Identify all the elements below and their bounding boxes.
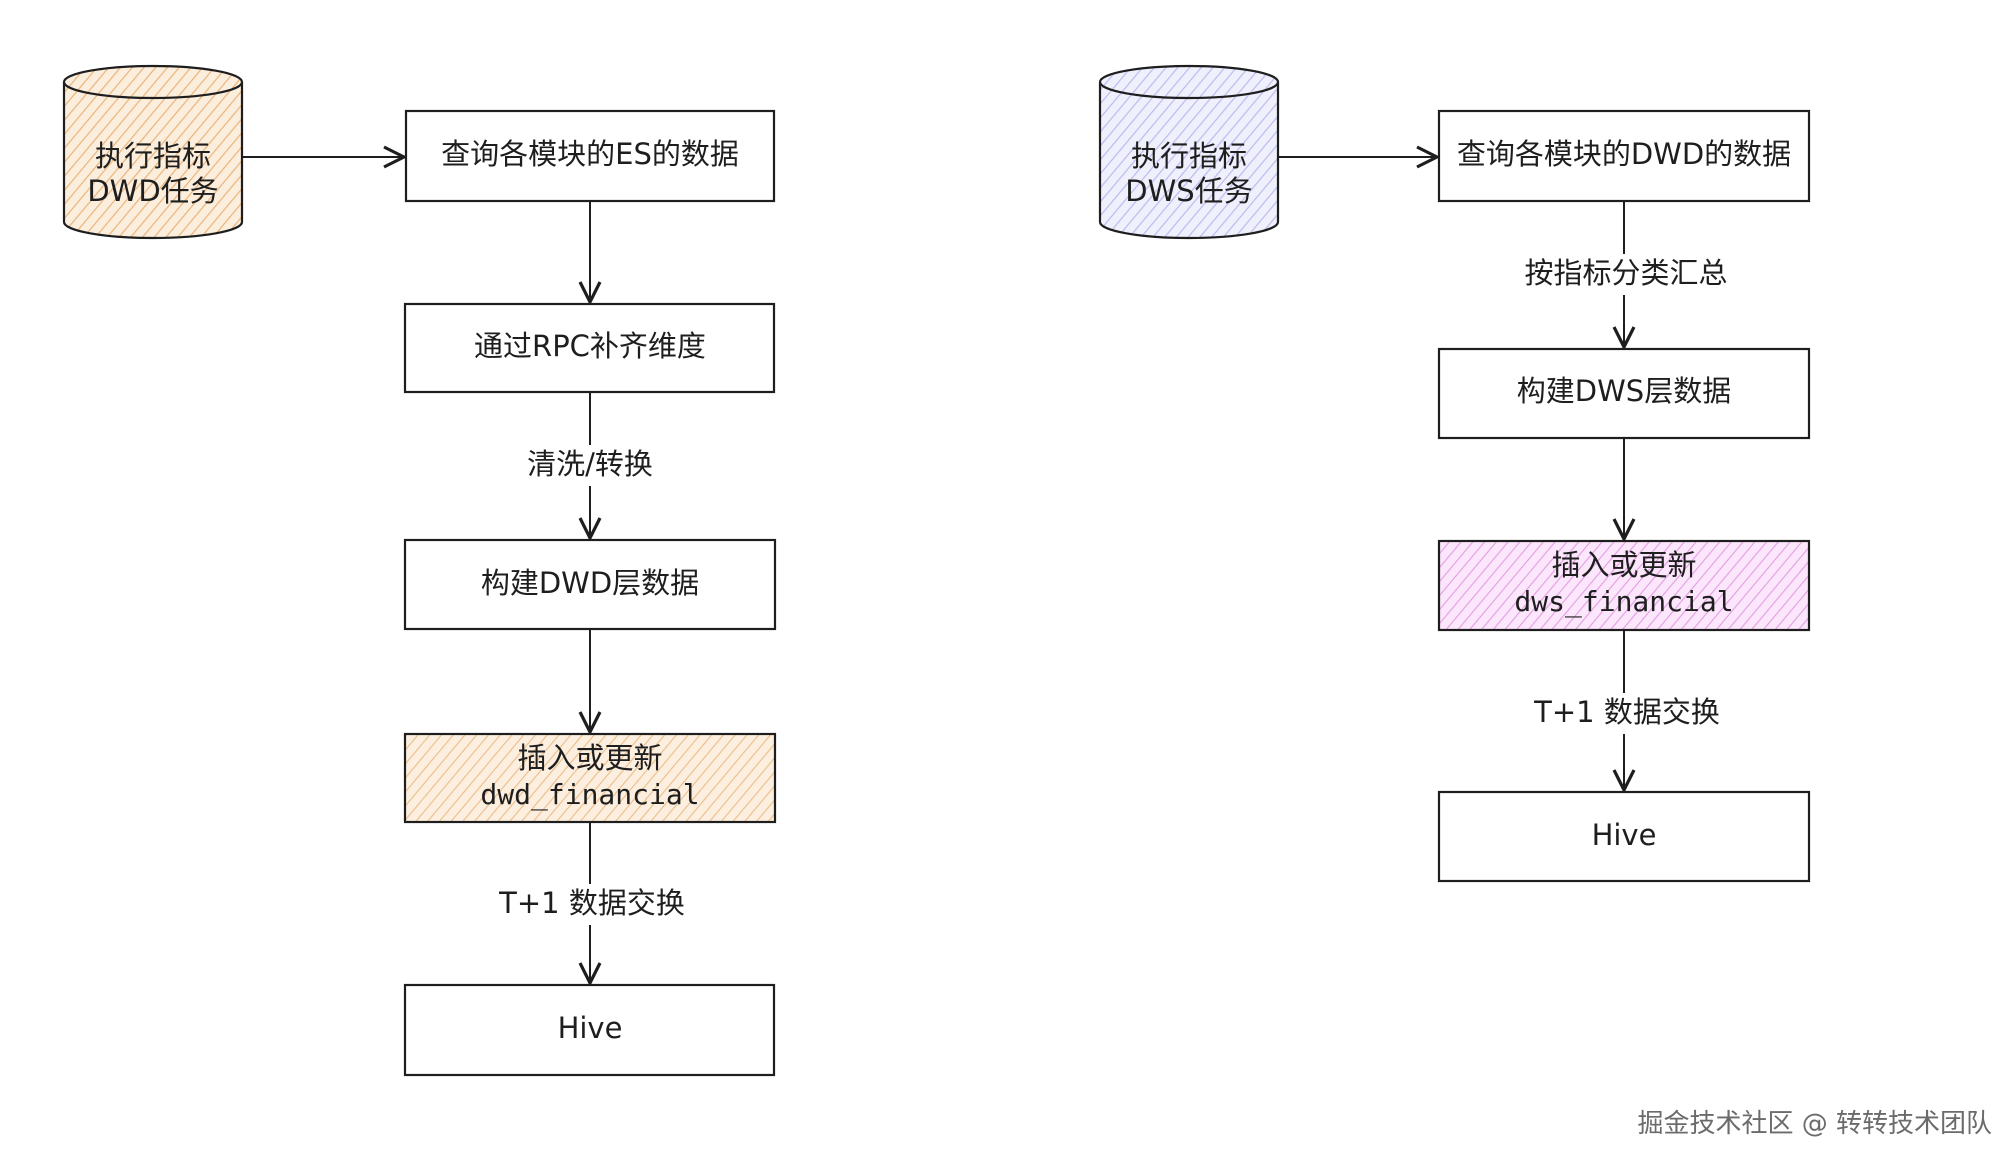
right-hive-label: Hive (1592, 818, 1657, 852)
dwd-task-label-line1: 执行指标 (95, 139, 211, 173)
rpc-box[interactable]: 通过RPC补齐维度 (403, 302, 776, 394)
right-query-box[interactable]: 查询各模块的DWD的数据 (1437, 109, 1811, 203)
right-query-label: 查询各模块的DWD的数据 (1457, 137, 1791, 171)
rpc-label: 通过RPC补齐维度 (474, 329, 706, 363)
left-query-label: 查询各模块的ES的数据 (441, 137, 739, 171)
dwd-task-cylinder[interactable]: 执行指标 DWD任务 (62, 64, 244, 240)
build-dwd-box[interactable]: 构建DWD层数据 (403, 538, 777, 631)
insert-dws-label-line1: 插入或更新 (1551, 548, 1696, 582)
insert-dwd-label-line2: dwd_financial (480, 778, 699, 812)
left-exchange-label: T+1 数据交换 (498, 886, 685, 920)
build-dwd-label: 构建DWD层数据 (481, 566, 699, 600)
group-by-metric-label: 按指标分类汇总 (1524, 256, 1727, 290)
dws-task-label-line1: 执行指标 (1131, 139, 1247, 173)
insert-dwd-financial-box[interactable]: 插入或更新 dwd_financial (403, 732, 777, 824)
insert-dws-label-line2: dws_financial (1514, 585, 1733, 619)
clean-transform-label: 清洗/转换 (527, 447, 653, 481)
build-dws-label: 构建DWS层数据 (1517, 374, 1731, 408)
dws-task-label-line2: DWS任务 (1125, 174, 1252, 208)
right-hive-box[interactable]: Hive (1437, 790, 1811, 883)
dws-task-cylinder[interactable]: 执行指标 DWS任务 (1098, 64, 1280, 240)
left-flow: 执行指标 DWD任务 查询各模块的ES的数据 通过RPC补齐维度 构建DWD层数… (62, 64, 777, 1077)
right-flow: 执行指标 DWS任务 查询各模块的DWD的数据 构建DWS层数据 插入或更新 d… (1098, 64, 1811, 883)
left-hive-label: Hive (558, 1011, 623, 1045)
dwd-task-label-line2: DWD任务 (87, 174, 218, 208)
right-exchange-label: T+1 数据交换 (1533, 695, 1720, 729)
left-query-box[interactable]: 查询各模块的ES的数据 (404, 109, 776, 203)
watermark: 掘金技术社区 @ 转转技术团队 (1637, 1109, 1992, 1139)
left-hive-box[interactable]: Hive (403, 983, 776, 1077)
insert-dws-financial-box[interactable]: 插入或更新 dws_financial (1437, 539, 1811, 632)
build-dws-box[interactable]: 构建DWS层数据 (1437, 347, 1811, 440)
insert-dwd-label-line1: 插入或更新 (517, 741, 662, 775)
